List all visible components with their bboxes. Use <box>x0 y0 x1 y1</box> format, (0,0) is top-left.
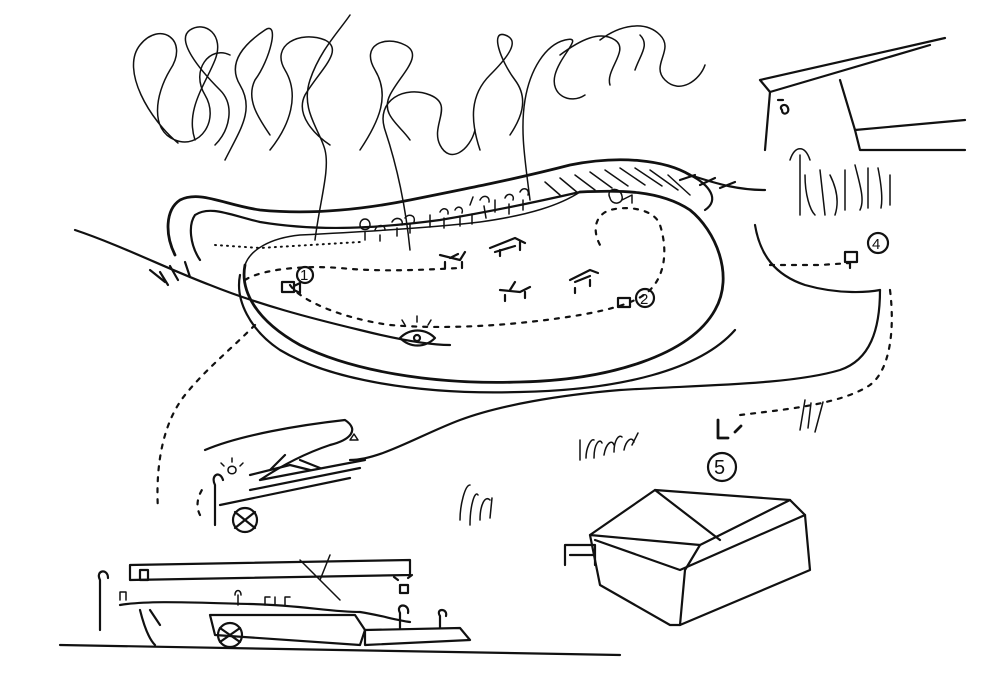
cart-machine <box>205 420 365 532</box>
station-1-label: 1 <box>300 267 308 284</box>
station-5: 5 <box>708 420 741 481</box>
station-5-label: 5 <box>714 457 725 479</box>
station-1: 1 <box>282 267 313 293</box>
station-4-label: 4 <box>872 236 880 253</box>
terrain-lines <box>75 175 880 460</box>
eye-marker <box>400 316 435 346</box>
station-4: 4 <box>845 233 888 268</box>
smoke-squiggles <box>134 15 705 250</box>
pavilion-top-right <box>760 38 965 215</box>
station-2-label: 2 <box>640 291 648 308</box>
crowd-figures <box>360 189 632 241</box>
bottom-structure <box>60 555 620 655</box>
visitor-path-dashed <box>157 208 891 515</box>
lounge-chairs <box>440 238 598 301</box>
island-outline <box>168 160 735 393</box>
grass-tufts <box>460 400 823 525</box>
barn-building <box>565 490 810 625</box>
